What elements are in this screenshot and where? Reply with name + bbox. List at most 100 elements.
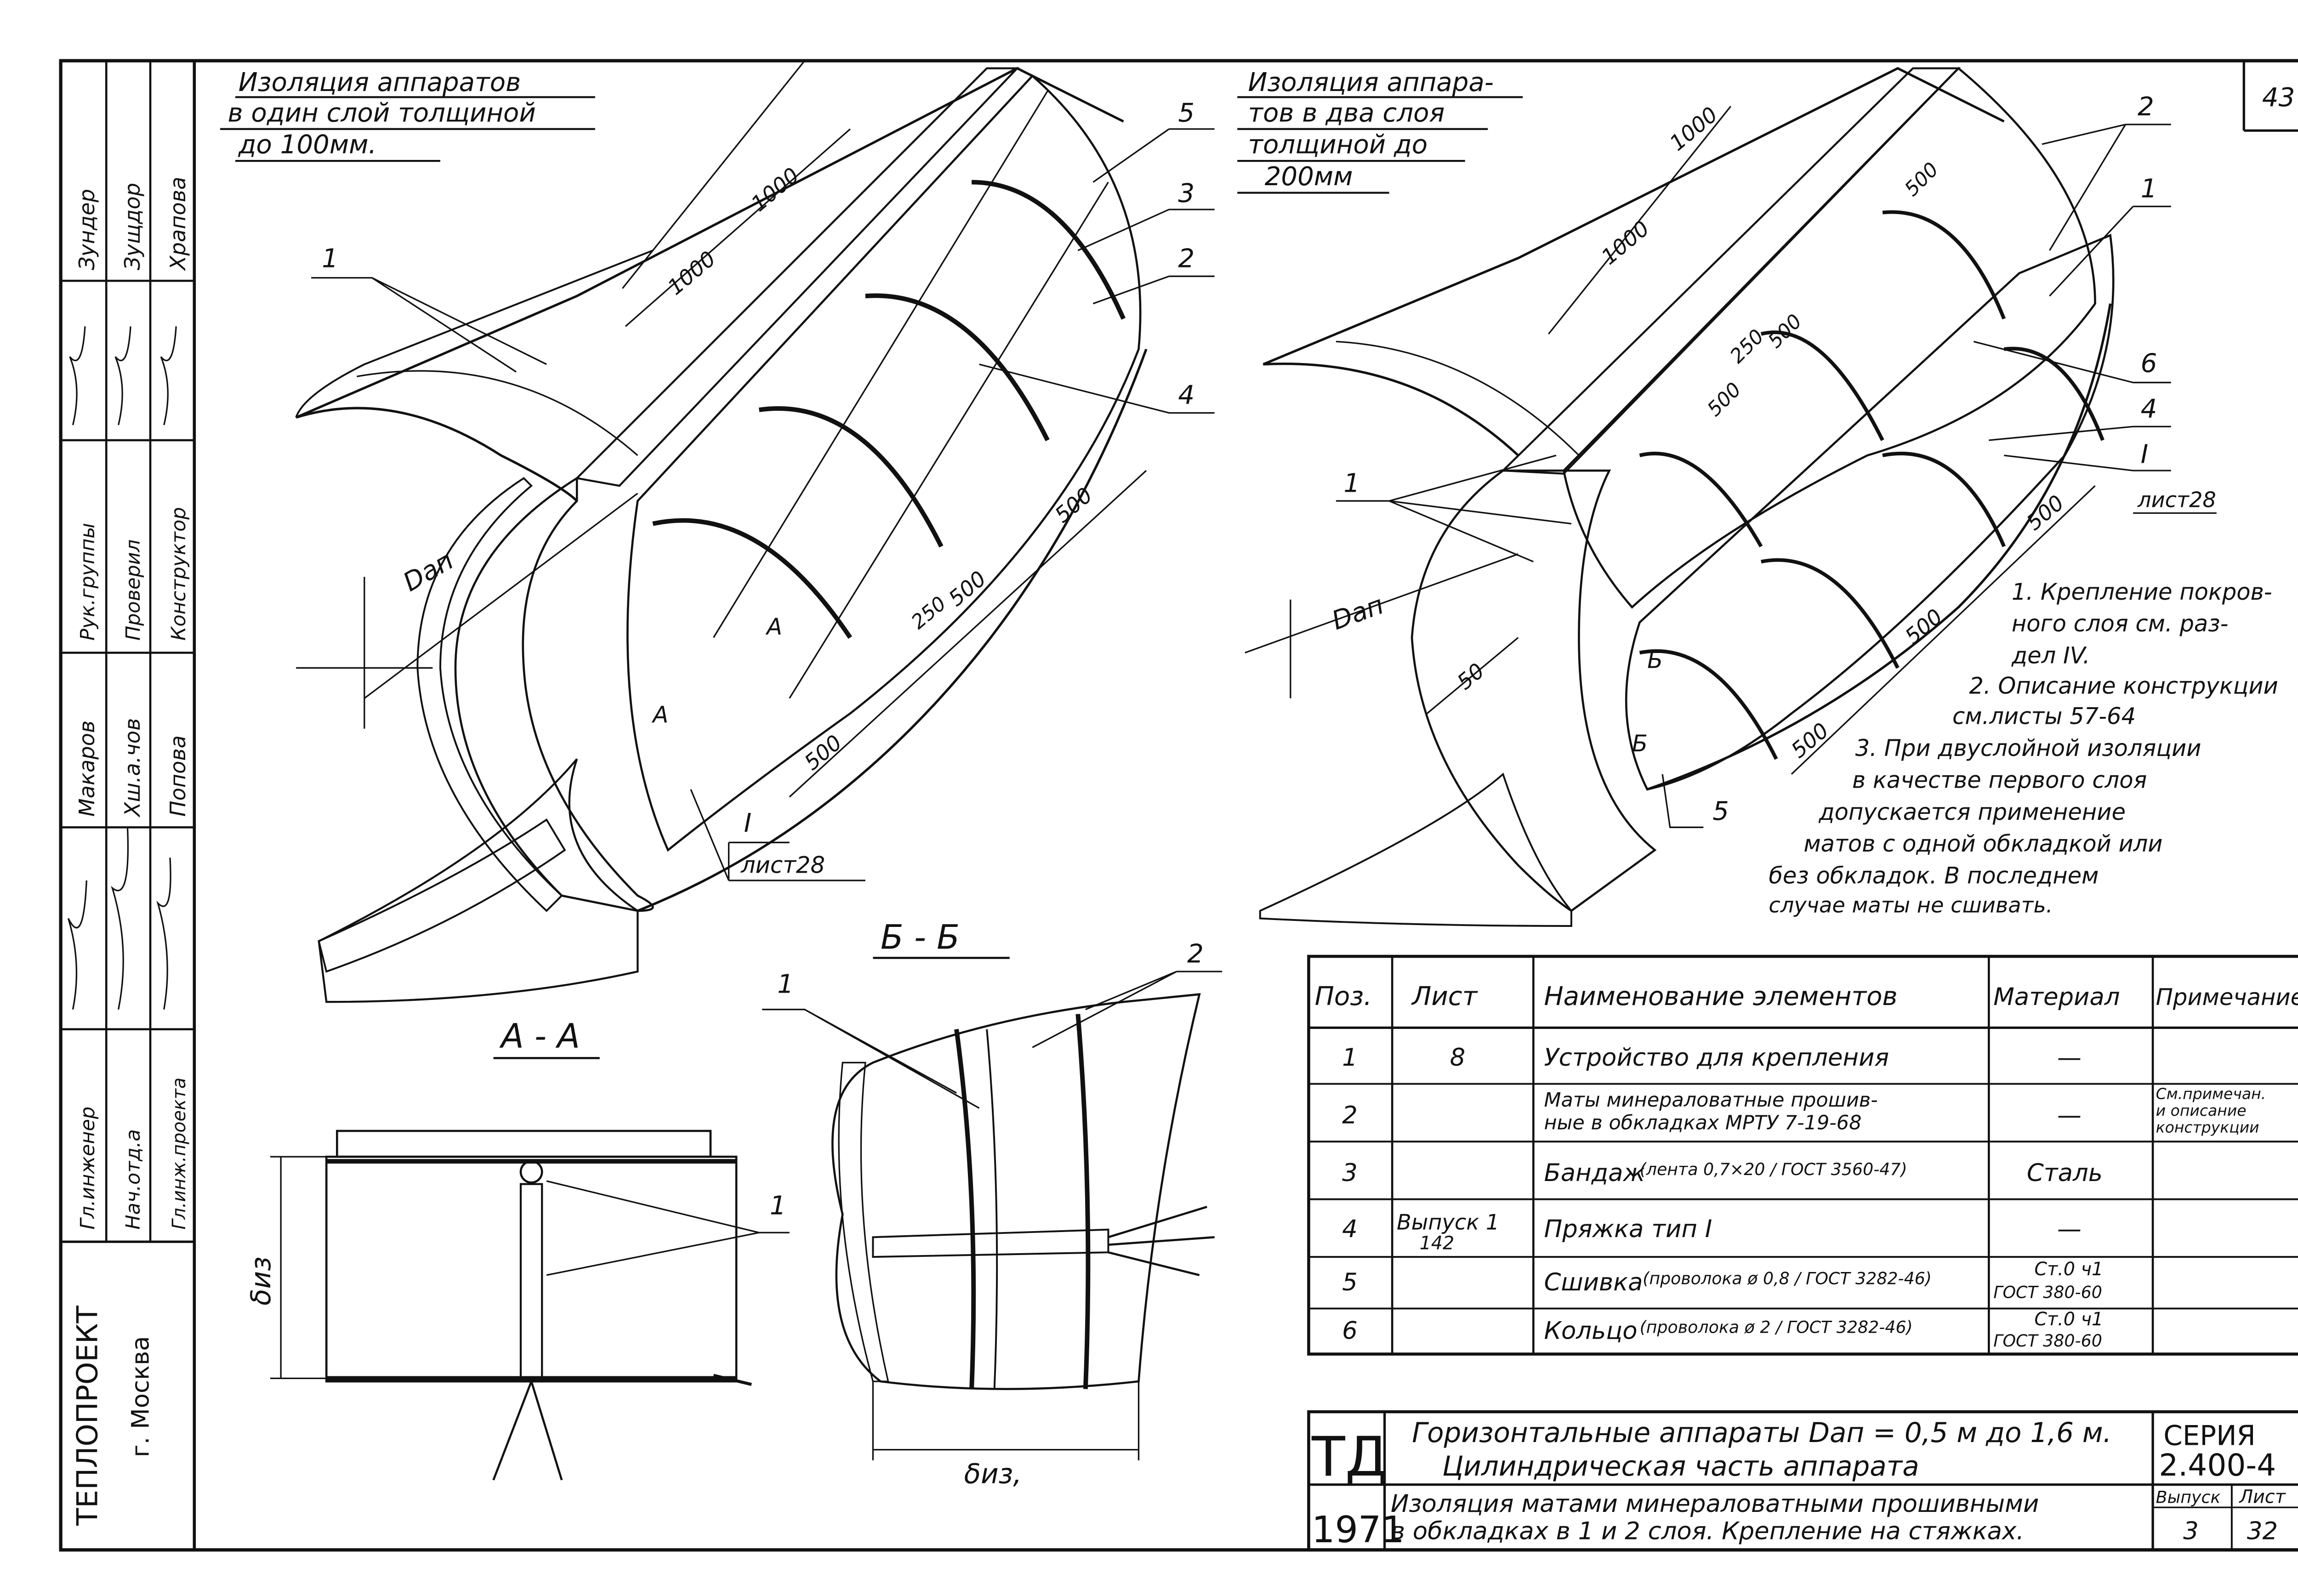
isometric-two-layer: Изоляция аппара- тов в два слоя толщиной… <box>1237 67 2278 927</box>
pos-1-bb: 1 <box>777 969 794 999</box>
row2-note3: конструкции <box>2156 1118 2259 1136</box>
pos-4-right: 4 <box>2141 394 2157 424</box>
role-checker: Проверил <box>122 540 145 641</box>
row6-material: Ст.0 ч1 <box>2034 1309 2103 1330</box>
pos-1-left: 1 <box>322 244 338 273</box>
dim-dap-right: Dап <box>1328 590 1388 636</box>
row1-sheet: 8 <box>1450 1044 1466 1072</box>
dim-500-3: 500 <box>1050 483 1097 528</box>
row1-name: Устройство для крепления <box>1544 1044 1889 1072</box>
dim-500-right-e: 500 <box>1900 604 1947 649</box>
row2-name2: ные в обкладках МРТУ 7-19-68 <box>1544 1112 1861 1135</box>
row6-name: Кольцо <box>1544 1317 1637 1345</box>
row2-note: См.примечан. <box>2156 1085 2266 1103</box>
row1-material: — <box>2057 1044 2082 1072</box>
note-two-layer-line2: тов в два слоя <box>1248 98 1445 128</box>
cut-b-upper: Б <box>1647 647 1663 673</box>
stamp-sheet: 32 <box>2247 1517 2278 1545</box>
role-designer: Конструктор <box>167 507 190 641</box>
row3-name: Бандаж <box>1544 1159 1645 1187</box>
pos-4-left: 4 <box>1178 381 1195 410</box>
header-name: Наименование элементов <box>1544 982 1897 1011</box>
header-pos: Поз. <box>1315 982 1372 1011</box>
section-aa-title: А - А <box>499 1017 580 1056</box>
role-dept-head: Нач.отд.а <box>122 1129 145 1230</box>
stamp-block: ТД 1971 Горизонтальные аппараты Dап = 0,… <box>1307 1410 2298 1551</box>
cut-b-lower: Б <box>1632 730 1648 757</box>
remark-1a: 1. Крепление покров- <box>2012 579 2272 605</box>
section-b-b: Б - Б δиз, 1 2 <box>762 919 1223 1490</box>
note-two-layer-line1: Изоляция аппара- <box>1248 68 1494 97</box>
row3-pos: 3 <box>1342 1159 1358 1187</box>
role-chief-engineer: Гл.инженер <box>76 1107 99 1230</box>
row5-material2: ГОСТ 380-60 <box>1993 1282 2102 1302</box>
note-two-layer-line3: толщиной до <box>1248 130 1428 160</box>
row3-name-paren: (лента 0,7×20 / ГОСТ 3560-47) <box>1640 1159 1907 1179</box>
name-3: Попова <box>165 735 190 817</box>
remark-3a: 3. При двуслойной изоляции <box>1855 735 2201 761</box>
row2-material: — <box>2057 1101 2082 1129</box>
role-group-lead: Рук.группы <box>76 523 99 641</box>
detail-I-right: I <box>2141 440 2149 470</box>
pos-6-right: 6 <box>2141 348 2157 378</box>
sheet-number: 43 <box>2262 83 2295 113</box>
remark-2b: см.листы 57-64 <box>1952 703 2136 730</box>
remark-3b: в качестве первого слоя <box>1852 767 2147 793</box>
name-1: Макаров <box>74 721 99 817</box>
dim-250-right: 250 <box>1726 325 1769 368</box>
cut-a-upper: А <box>651 701 668 728</box>
name-5: Зущдор <box>120 183 145 270</box>
left-title-block: ТЕПЛОПРОЕКТ г. Москва Гл.инженер Нач.отд… <box>61 61 194 1526</box>
pos-2-bb: 2 <box>1187 939 1204 969</box>
cut-a-lower: А <box>765 613 782 640</box>
row4-sheet2: 142 <box>1420 1233 1455 1254</box>
pos-1-right: 1 <box>1343 468 1360 498</box>
dim-500-right-a: 500 <box>1763 310 1806 352</box>
note-one-layer-line2: в один слой толщиной <box>228 98 535 128</box>
signature <box>114 326 131 426</box>
pos-2-left: 2 <box>1178 244 1195 273</box>
stamp-td: ТД <box>1311 1426 1388 1489</box>
note-two-layer-line4: 200мм <box>1265 162 1353 192</box>
row2-pos: 2 <box>1342 1101 1358 1129</box>
pos-5-right: 5 <box>1712 796 1729 826</box>
remark-2a: 2. Описание конструкции <box>1969 673 2278 699</box>
header-material: Материал <box>1993 983 2120 1011</box>
stamp-title4: в обкладках в 1 и 2 слоя. Крепление на с… <box>1391 1517 2024 1545</box>
spec-table: Поз. Лист Наименование элементов Материа… <box>1307 954 2298 1356</box>
dim-500-right-b: 500 <box>1703 378 1746 421</box>
section-bb-title: Б - Б <box>881 919 960 957</box>
sheet-frame <box>59 59 2298 1552</box>
signature <box>69 326 86 426</box>
row2-name: Маты минераловатные прошив- <box>1544 1089 1877 1112</box>
dim-diz-bb: δиз, <box>964 1458 1022 1490</box>
dim-dap-left: Dап <box>398 545 459 597</box>
pos-2-right: 2 <box>2138 92 2154 122</box>
row4-material: — <box>2057 1215 2082 1243</box>
signature <box>68 880 87 1010</box>
row6-material2: ГОСТ 380-60 <box>1993 1331 2102 1351</box>
signature <box>156 858 171 1010</box>
dim-250: 250 <box>907 592 950 634</box>
remark-3f: случае маты не сшивать. <box>1769 892 2053 917</box>
org-city: г. Москва <box>127 1336 155 1457</box>
remark-3c: допускается применение <box>1818 799 2126 825</box>
isometric-one-layer: Изоляция аппаратов в один слой толщиной … <box>220 60 1215 1003</box>
dim-500-2: 500 <box>944 566 990 611</box>
org-name: ТЕПЛОПРОЕКТ <box>70 1305 104 1526</box>
stamp-title3: Изоляция матами минераловатными прошивны… <box>1391 1490 2039 1518</box>
row2-note2: и описание <box>2156 1102 2247 1119</box>
note-one-layer-line3: до 100мм. <box>238 130 377 160</box>
pos-1b-right: 1 <box>2141 174 2157 204</box>
stamp-series: 2.400-4 <box>2159 1448 2276 1483</box>
pos-3-left: 3 <box>1178 178 1195 208</box>
signature <box>160 326 177 426</box>
row1-pos: 1 <box>1342 1044 1358 1072</box>
row4-name: Пряжка тип I <box>1544 1215 1712 1243</box>
name-4: Зундер <box>74 189 99 270</box>
row3-material: Сталь <box>2027 1159 2103 1187</box>
row5-material: Ст.0 ч1 <box>2034 1259 2103 1280</box>
signature <box>111 827 129 1010</box>
